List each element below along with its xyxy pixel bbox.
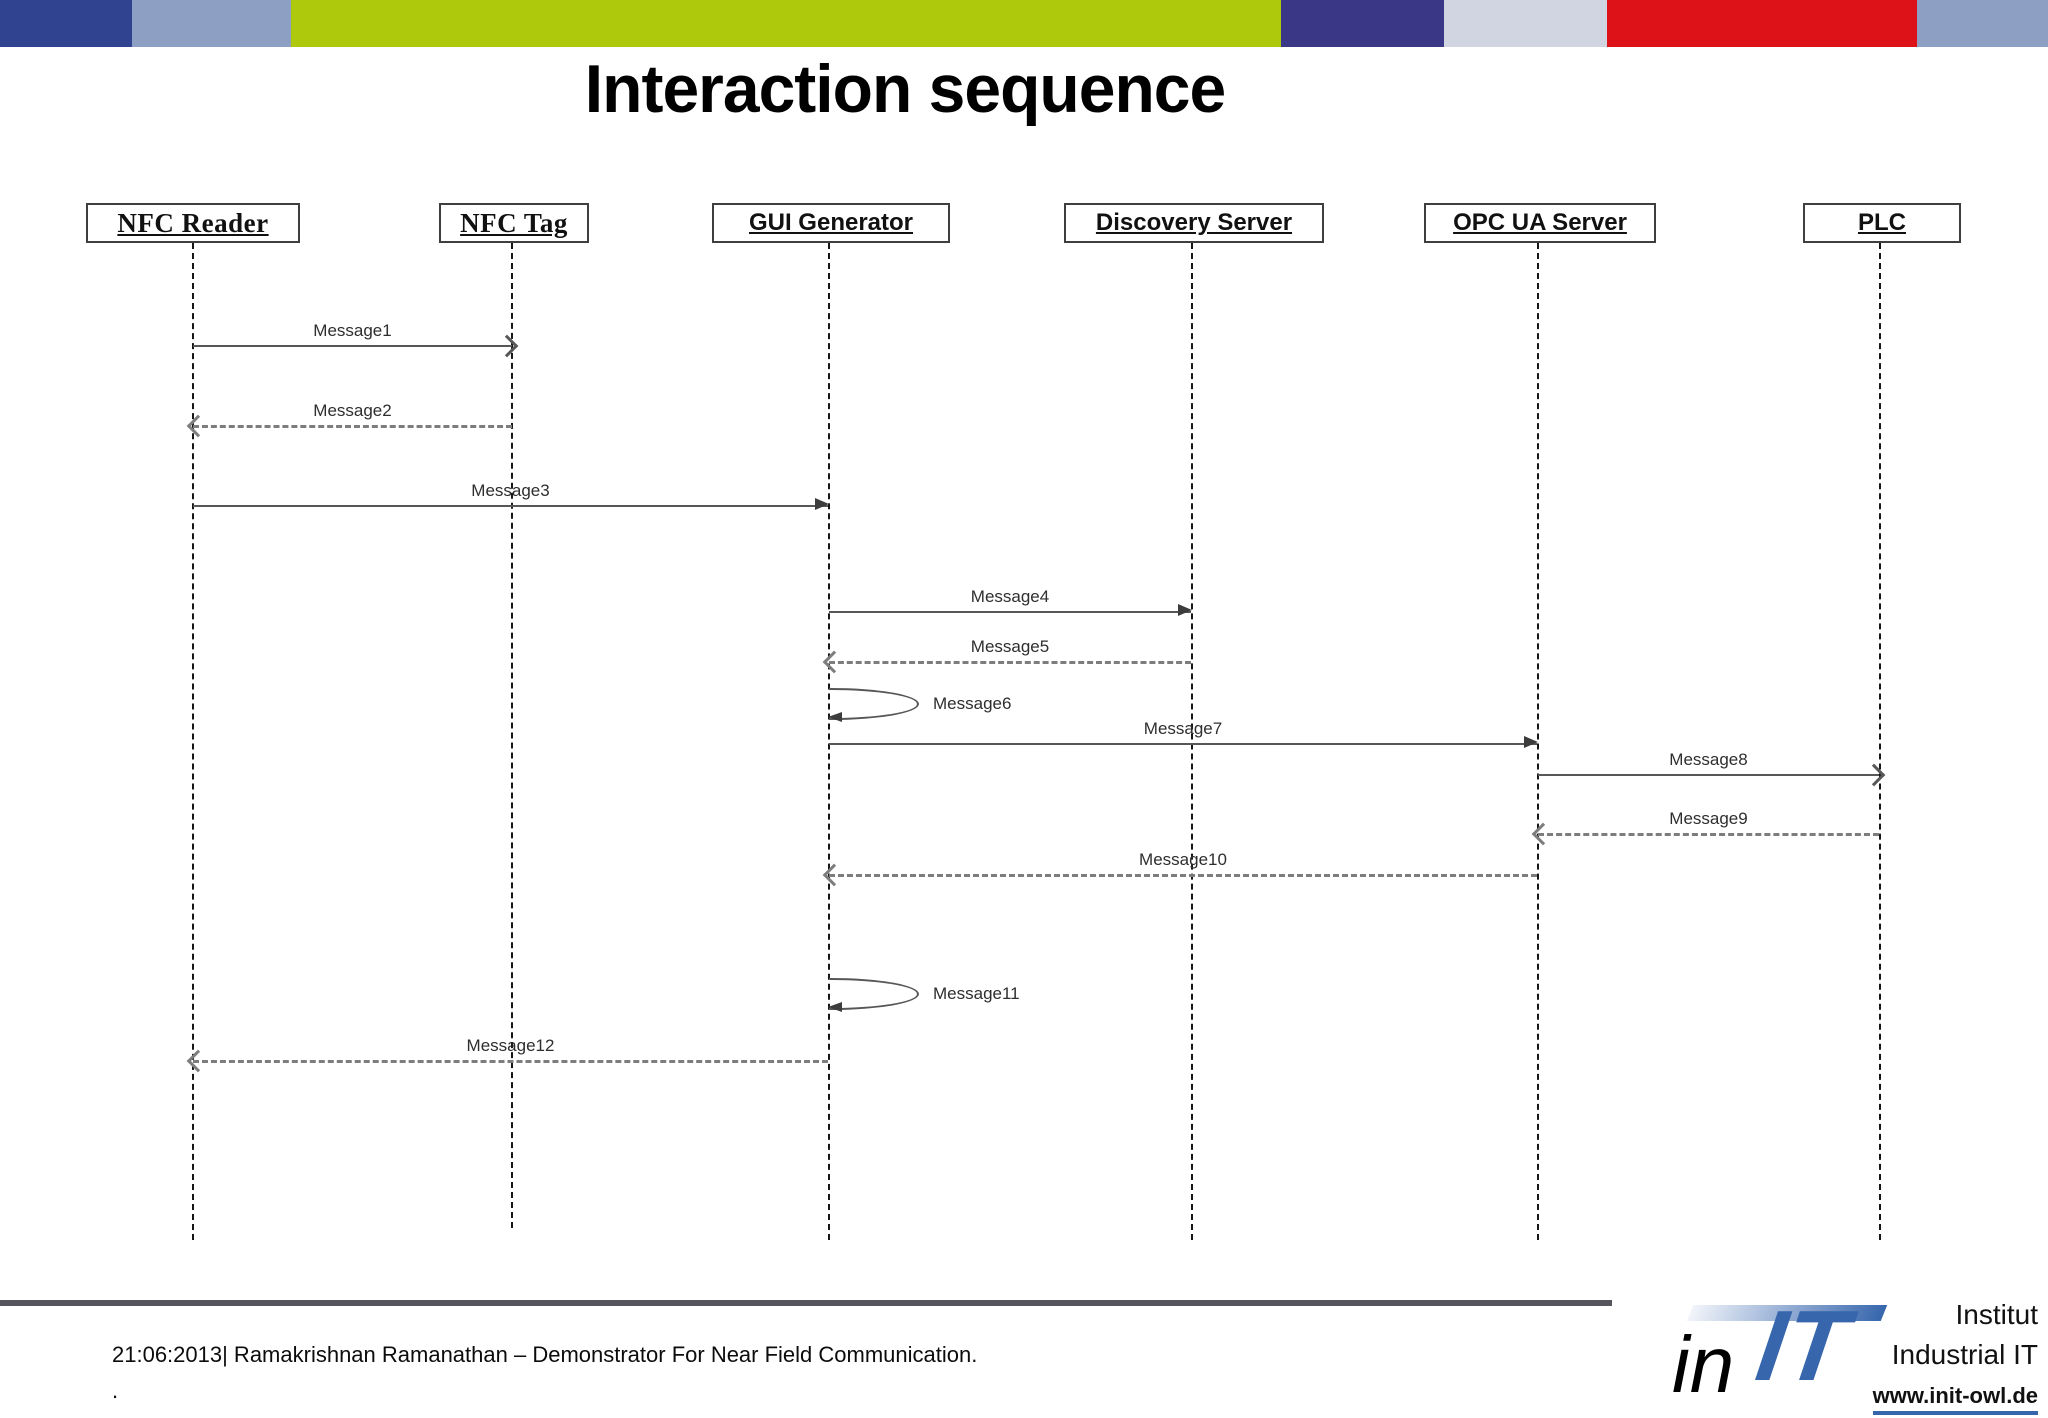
message-label: Message2 (313, 401, 392, 420)
bar-segment (1444, 0, 1607, 47)
message-line (829, 874, 1537, 877)
message-label: Message12 (466, 1036, 555, 1055)
message-label: Message5 (970, 637, 1050, 656)
bar-segment (1281, 0, 1444, 47)
logo-line-url: www.init-owl.de (1872, 1383, 2038, 1415)
actor-label: PLC (1858, 209, 1906, 236)
message-line (1538, 774, 1879, 776)
logo-line-industrial-it: Industrial IT (1891, 1339, 2038, 1370)
message-label: Message6 (933, 694, 1012, 713)
lifeline-discovery-server (1191, 243, 1193, 1240)
arrowhead (828, 712, 842, 722)
actor-box-discovery-server: Discovery Server (1064, 203, 1324, 243)
logo-text-block: Institut Industrial IT www.init-owl.de (1872, 1299, 2038, 1415)
bar-segment (1917, 0, 2048, 47)
lifeline-opc-ua-server (1537, 243, 1539, 1240)
lifeline-gui-generator (828, 243, 830, 1240)
message-label: Message3 (471, 481, 550, 500)
message-label: Message7 (1143, 719, 1223, 738)
lifeline-nfc-tag (511, 243, 513, 1228)
logo-line-institut: Institut (1955, 1299, 2038, 1330)
message-label: Message9 (1669, 809, 1748, 828)
arrowhead (828, 1002, 842, 1012)
message-line (193, 345, 512, 347)
arrowhead (1524, 736, 1538, 748)
message-label: Message10 (1139, 850, 1227, 869)
arrowhead (815, 498, 829, 510)
footer-credit: 21:06:2013| Ramakrishnan Ramanathan – De… (112, 1342, 978, 1367)
loop-line (829, 688, 919, 720)
bar-segment (132, 0, 291, 47)
bar-segment (291, 0, 1281, 47)
actor-box-gui-generator: GUI Generator (712, 203, 950, 243)
actor-box-opc-ua-server: OPC UA Server (1424, 203, 1656, 243)
message-label: Message1 (313, 321, 392, 340)
message-line (193, 1060, 828, 1063)
logo-word-in: in (1672, 1320, 1735, 1409)
loop-line (829, 978, 919, 1010)
actor-label: GUI Generator (748, 209, 914, 236)
lifeline-nfc-reader (192, 243, 194, 1240)
actor-label: OPC UA Server (1453, 209, 1627, 236)
page-title: Interaction sequence (584, 51, 1226, 127)
message-label: Message11 (933, 984, 1020, 1003)
bar-segment (1607, 0, 1917, 47)
message-line (829, 661, 1191, 664)
actor-label: Discovery Server (1095, 209, 1293, 236)
logo-word-it: IT (1750, 1290, 1855, 1402)
arrowhead (1178, 604, 1192, 616)
init-logo: in IT Institut Industrial IT www.init-ow… (1672, 1290, 2042, 1415)
message-line (1538, 833, 1879, 836)
message-line (829, 743, 1537, 745)
lifeline-plc (1879, 243, 1881, 1240)
message-line (193, 505, 828, 507)
footer-credit-line2: . (112, 1378, 119, 1403)
actor-box-plc: PLC (1803, 203, 1961, 243)
bar-segment (0, 0, 132, 47)
actor-label: NFC Tag (460, 207, 568, 238)
actor-box-nfc-tag: NFC Tag (439, 203, 589, 243)
message-line (829, 611, 1191, 613)
top-color-bar (0, 0, 2048, 47)
actor-label: NFC Reader (117, 207, 269, 238)
message-line (193, 425, 512, 428)
actor-box-nfc-reader: NFC Reader (86, 203, 300, 243)
footer-divider (0, 1300, 1612, 1306)
message-label: Message8 (1669, 750, 1748, 769)
message-label: Message4 (970, 587, 1050, 606)
